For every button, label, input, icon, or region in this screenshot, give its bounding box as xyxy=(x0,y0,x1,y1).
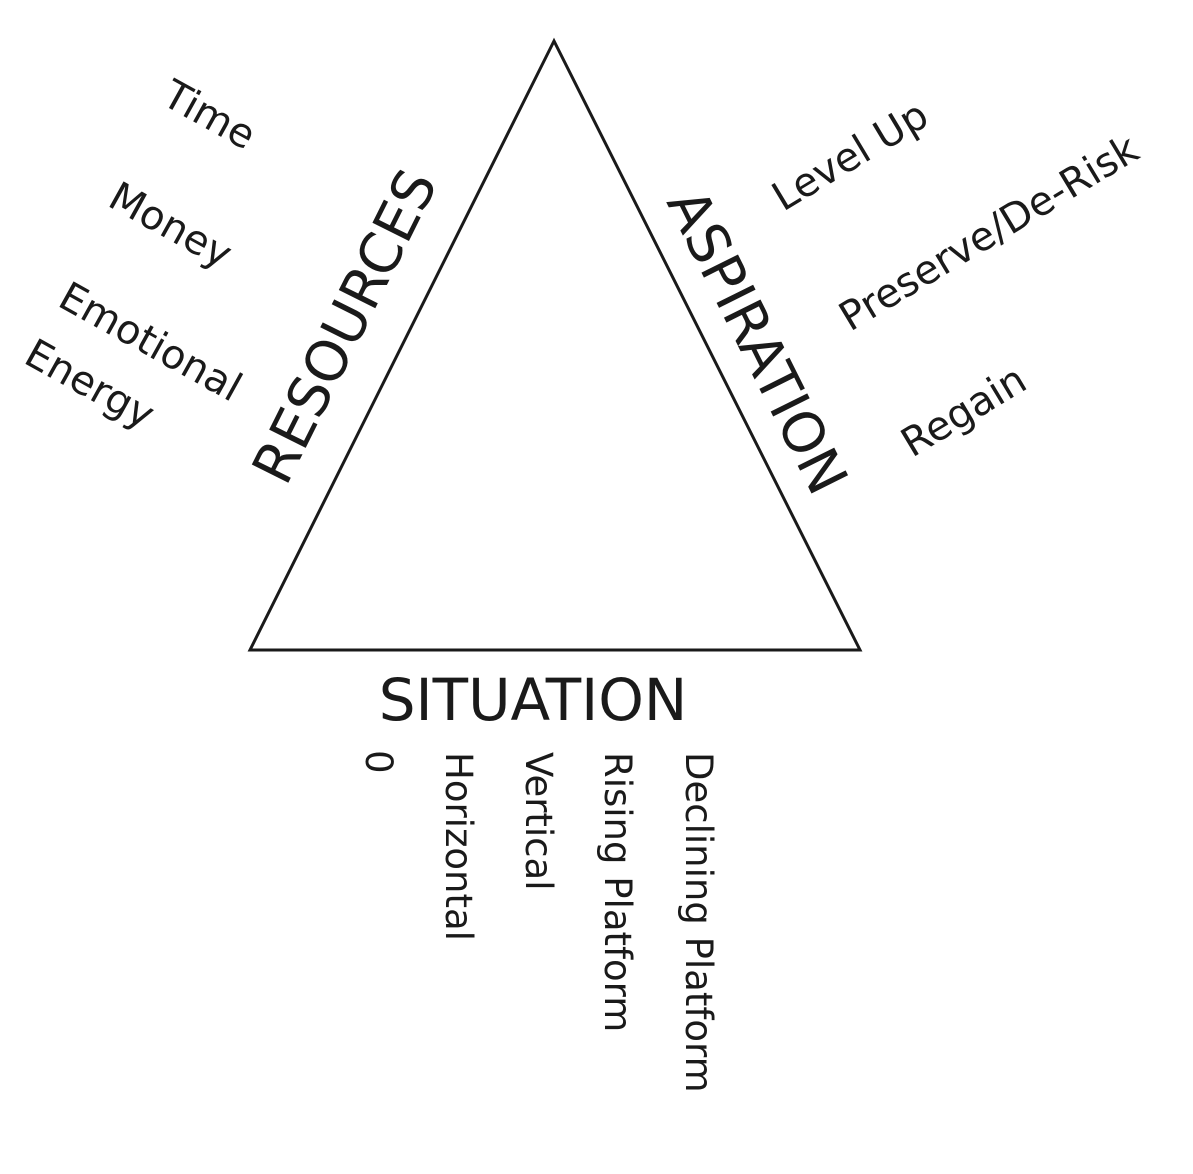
situation-item-declining: Declining Platform xyxy=(677,752,720,1093)
situation-label: SITUATION xyxy=(379,666,688,734)
aspiration-item-regain: Regain xyxy=(893,357,1034,467)
resources-label: RESOURCES xyxy=(240,160,450,494)
resource-item-money: Money xyxy=(101,174,239,279)
situation-item-vertical: Vertical xyxy=(517,752,560,891)
aspiration-item-level-up: Level Up xyxy=(764,92,936,221)
resource-item-time: Time xyxy=(154,71,263,159)
situation-item-rising: Rising Platform xyxy=(596,752,639,1032)
situation-item-zero: 0 xyxy=(357,750,400,774)
aspiration-label: ASPIRATION xyxy=(654,179,860,505)
situation-item-horizontal: Horizontal xyxy=(437,752,480,941)
triangle-outline xyxy=(247,37,863,652)
